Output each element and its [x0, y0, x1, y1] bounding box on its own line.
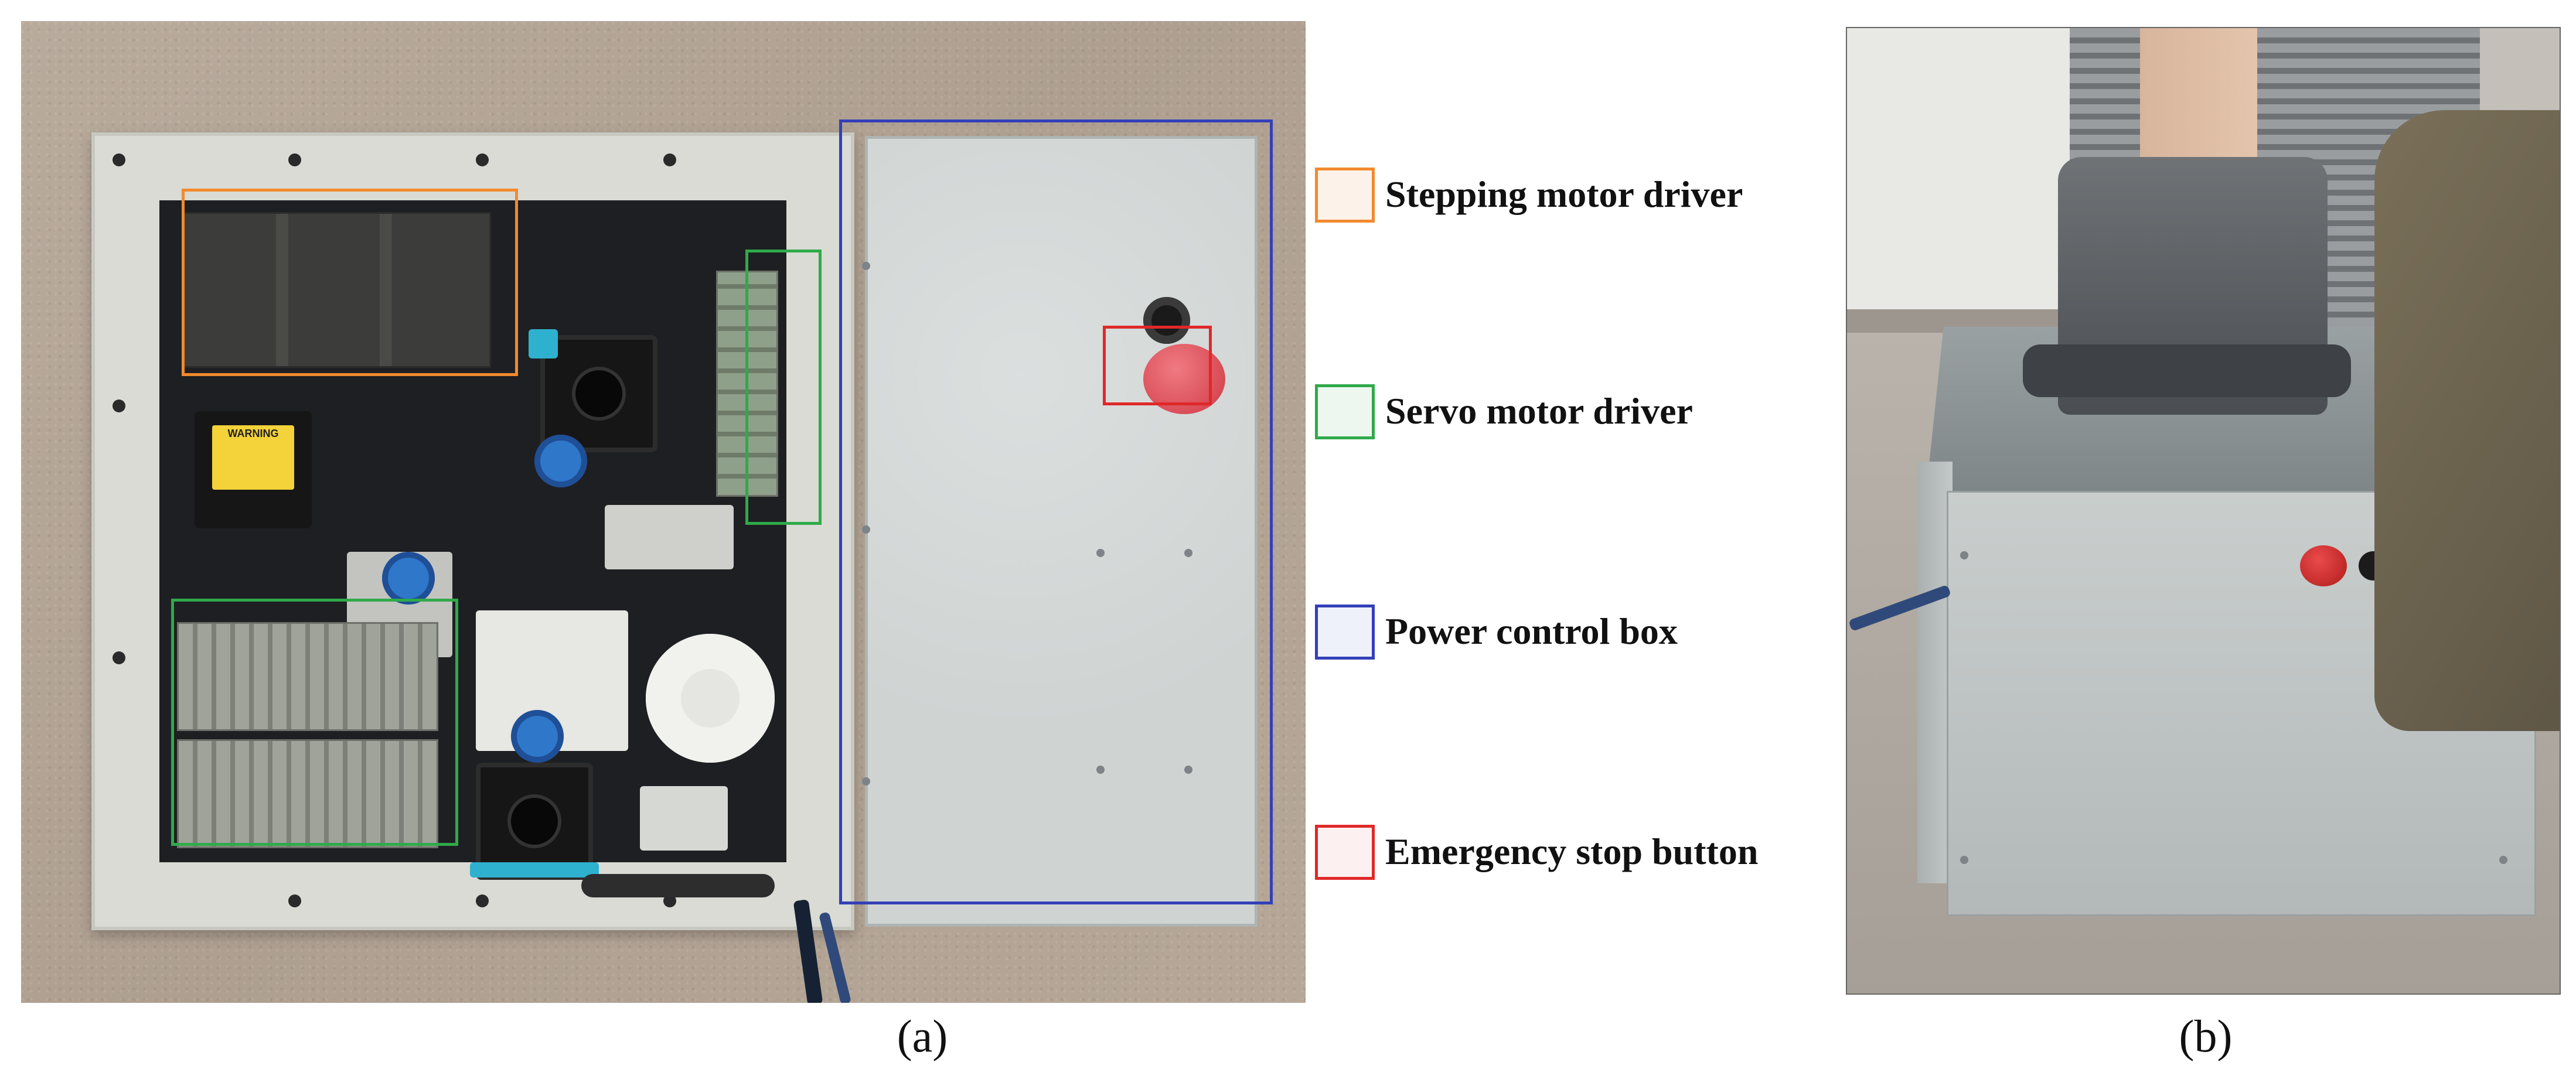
power-control-door	[862, 136, 1258, 927]
coupling-knob	[511, 710, 564, 763]
motor-clamp	[470, 862, 599, 877]
annotation-stepping-motor-driver	[182, 189, 518, 376]
warning-sticker: WARNING	[212, 425, 294, 490]
frame-bolt	[113, 153, 125, 166]
legend-label-power-control-box: Power control box	[1385, 610, 1678, 652]
coupling-knob	[382, 552, 435, 605]
legend-label-stepping-motor-driver: Stepping motor driver	[1385, 173, 1743, 215]
door-screw	[1096, 766, 1105, 774]
legend-swatch-stepping-motor-driver	[1315, 168, 1375, 223]
cylinder-rod	[581, 874, 775, 897]
rotary-disc	[646, 634, 775, 763]
annotation-servo-motor-driver	[171, 599, 458, 846]
annotation-power-control-box	[839, 119, 1273, 904]
annotation-servo-driver-vertical	[745, 250, 822, 525]
box-screw	[2499, 856, 2507, 864]
legend-swatch-power-control-box	[1315, 605, 1375, 660]
caption-b: (b)	[2179, 1010, 2233, 1061]
control-knob	[1143, 297, 1190, 344]
person-pants	[2374, 110, 2560, 731]
legend-swatch-servo-motor-driver	[1315, 384, 1375, 439]
door-screw	[1184, 766, 1192, 774]
legend-swatch-emergency-stop-button	[1315, 825, 1375, 880]
coupling-knob	[534, 435, 587, 487]
box-screw	[1960, 551, 1968, 559]
enclosure-interior: WARNING	[159, 200, 786, 897]
legend-label-servo-motor-driver: Servo motor driver	[1385, 390, 1693, 432]
hinge-screw	[862, 525, 870, 534]
caption-a: (a)	[897, 1010, 948, 1061]
emergency-stop-button	[2300, 545, 2347, 586]
hinge-screw	[862, 777, 870, 786]
door-screw	[1096, 549, 1105, 557]
enclosure-frame: WARNING	[91, 132, 854, 930]
frame-bolt	[113, 399, 125, 412]
motor-clamp	[529, 329, 558, 358]
stepper-motor-bottom	[476, 763, 593, 880]
photo-panel-b	[1846, 27, 2561, 995]
frame-bolt	[476, 894, 489, 907]
frame-bolt	[288, 153, 301, 166]
frame-bolt	[663, 153, 676, 166]
stepper-motor-top	[540, 335, 657, 452]
warning-module: WARNING	[195, 411, 312, 528]
box-screw	[1960, 856, 1968, 864]
linkage-arm	[605, 505, 734, 569]
frame-bolt	[288, 894, 301, 907]
frame-bolt	[663, 894, 676, 907]
door-screw	[1184, 549, 1192, 557]
servo-driver-unit	[177, 622, 438, 731]
hinge-screw	[862, 262, 870, 270]
frame-bolt	[476, 153, 489, 166]
wall-panel	[1847, 28, 2070, 333]
photo-panel-a: WARNING	[21, 21, 1306, 1003]
boot-sole	[2023, 344, 2351, 397]
annotation-emergency-stop-button	[1103, 326, 1212, 405]
servo-driver-unit	[177, 739, 438, 848]
legend: Stepping motor driver Servo motor driver…	[1315, 0, 1831, 1002]
relay-block	[640, 786, 728, 851]
frame-bolt	[113, 651, 125, 664]
stepping-driver-units	[183, 212, 491, 368]
legend-label-emergency-stop-button: Emergency stop button	[1385, 831, 1759, 872]
